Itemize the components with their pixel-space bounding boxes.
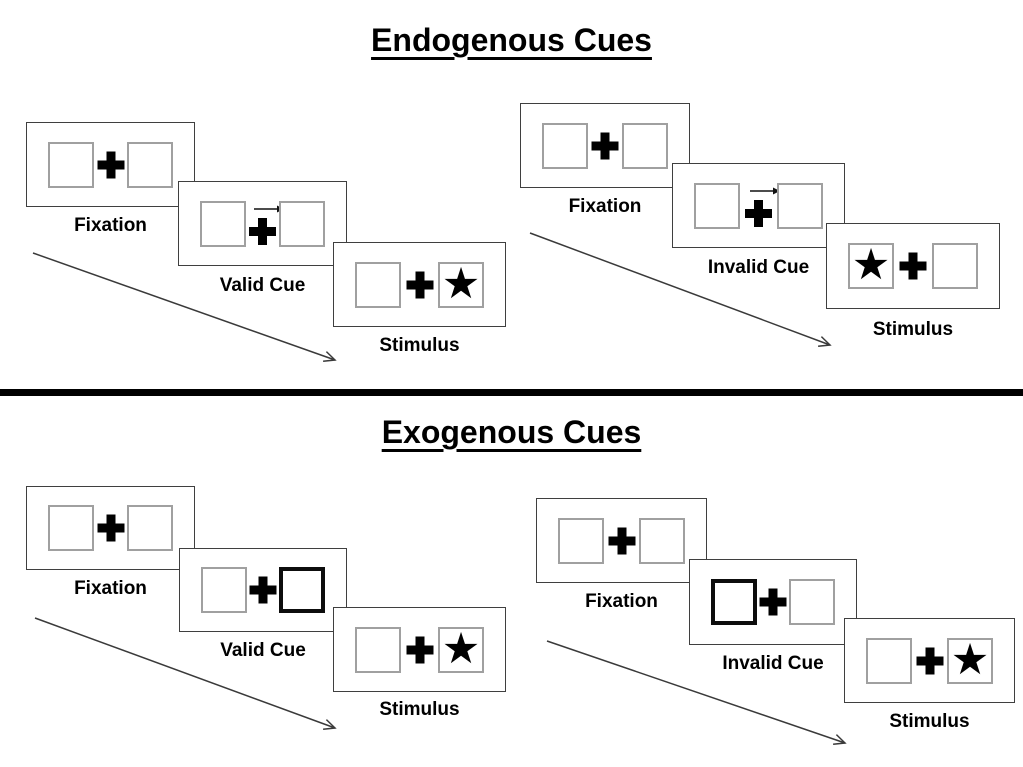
right-placeholder-box: [127, 505, 173, 551]
left-placeholder-box: [355, 626, 401, 673]
timeline-arrow: [529, 232, 832, 347]
right-placeholder-box: [789, 579, 835, 625]
stimulus-panel: ★: [333, 242, 506, 327]
thick-cue-box: [711, 579, 757, 625]
star-stimulus-icon: ★: [851, 240, 891, 290]
fixation-panel: [26, 122, 195, 207]
right-placeholder-box: [127, 141, 173, 188]
exogenous-title-text: Exogenous Cues: [381, 414, 642, 450]
fixation-cross-icon: [406, 636, 433, 663]
fixation-label: Fixation: [74, 578, 147, 599]
left-placeholder-box: [48, 141, 94, 188]
fixation-cross-icon: [899, 252, 927, 280]
left-placeholder-box: [542, 122, 588, 169]
stimulus-panel: ★: [333, 607, 506, 692]
invalid-cue-label: Invalid Cue: [722, 653, 824, 674]
left-placeholder-box: [355, 261, 401, 308]
right-placeholder-box: [622, 122, 668, 169]
fixation-cross-icon: [249, 576, 277, 604]
valid-cue-label: Valid Cue: [220, 640, 306, 661]
fixation-cross-icon: [591, 132, 619, 159]
fixation-cross-icon: [745, 199, 772, 227]
fixation-label: Fixation: [568, 196, 642, 217]
valid-cue-panel: [179, 548, 347, 632]
endogenous-section-title: Endogenous Cues: [0, 22, 1023, 59]
star-stimulus-icon: ★: [441, 623, 481, 674]
fixation-panel: [536, 498, 707, 583]
right-stimulus-box: ★: [438, 623, 484, 674]
fixation-label: Fixation: [585, 591, 658, 612]
fixation-cross-icon: [97, 151, 124, 178]
valid-cue-panel: [178, 181, 347, 266]
stimulus-label: Stimulus: [889, 711, 970, 732]
invalid-cue-panel: [689, 559, 857, 645]
left-placeholder-box: [48, 505, 94, 551]
right-arrow-cue-icon: [749, 187, 780, 194]
left-placeholder-box: [558, 517, 604, 564]
stimulus-panel: ★: [826, 223, 1000, 309]
fixation-label: Fixation: [74, 215, 147, 236]
stimulus-label: Stimulus: [379, 699, 460, 720]
thick-cue-box: [279, 567, 325, 613]
fixation-cross-icon: [916, 647, 943, 674]
fixation-cross-icon: [406, 271, 433, 298]
left-placeholder-box: [694, 182, 740, 229]
timeline-arrow: [32, 252, 337, 362]
fixation-cross-icon: [608, 527, 635, 554]
exogenous-section-title: Exogenous Cues: [0, 414, 1023, 451]
endogenous-title-text: Endogenous Cues: [371, 22, 652, 58]
star-stimulus-icon: ★: [441, 258, 481, 309]
star-stimulus-icon: ★: [950, 634, 990, 685]
left-placeholder-box: [201, 567, 247, 613]
fixation-cross-icon: [759, 588, 787, 616]
right-placeholder-box: [932, 243, 978, 289]
section-divider: [0, 389, 1023, 396]
timeline-arrow: [34, 617, 337, 730]
valid-cue-label: Valid Cue: [219, 275, 306, 296]
fixation-cross-icon: [249, 217, 276, 245]
right-placeholder-box: [777, 182, 823, 229]
left-placeholder-box: [200, 200, 246, 247]
fixation-cross-icon: [97, 514, 124, 542]
right-placeholder-box: [279, 200, 325, 247]
invalid-cue-label: Invalid Cue: [707, 257, 810, 278]
central-cue-group: [742, 185, 780, 227]
fixation-panel: [520, 103, 690, 188]
fixation-panel: [26, 486, 195, 570]
stimulus-label: Stimulus: [872, 319, 954, 340]
right-stimulus-box: ★: [438, 258, 484, 309]
central-cue-group: [246, 203, 284, 245]
left-placeholder-box: [866, 637, 912, 684]
stimulus-label: Stimulus: [379, 335, 460, 356]
right-stimulus-box: ★: [947, 634, 993, 685]
right-placeholder-box: [639, 517, 685, 564]
timeline-arrow: [546, 640, 847, 745]
invalid-cue-panel: [672, 163, 845, 248]
stimulus-panel: ★: [844, 618, 1015, 703]
left-stimulus-box: ★: [848, 240, 894, 290]
